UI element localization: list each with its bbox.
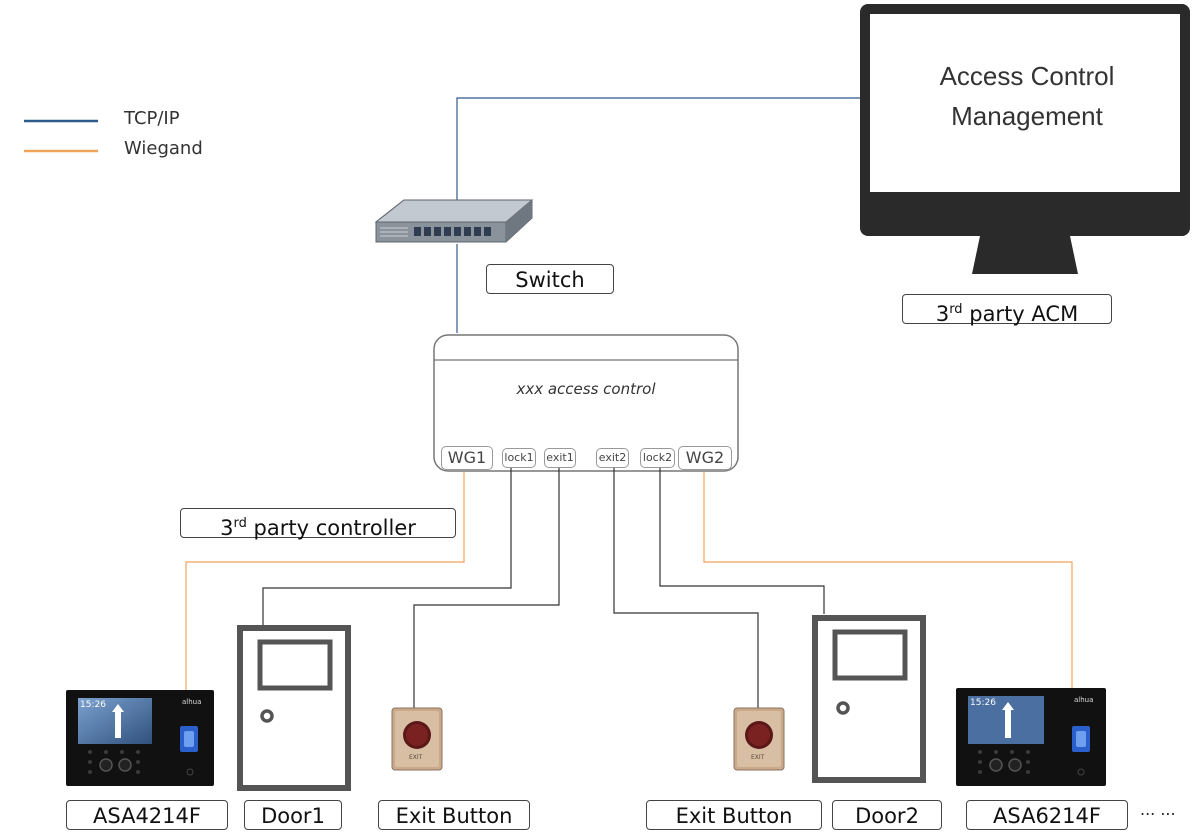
wire-lock1-door1 — [262, 466, 512, 626]
reader-2-brand: alhua — [1074, 696, 1094, 704]
switch-label: Switch — [486, 264, 614, 294]
port-wg1: WG1 — [441, 446, 493, 470]
controller-label: 3rd party controller — [180, 508, 456, 540]
controller-label-rest: party controller — [246, 516, 416, 540]
exit-button-1-label: Exit Button — [378, 800, 530, 830]
exit-button-2-text: EXIT — [751, 754, 765, 761]
wire-exit1-button1 — [413, 466, 560, 708]
reader-1-brand: alhua — [182, 698, 202, 706]
acm-label-sup: rd — [949, 302, 963, 317]
face-reader-1-icon — [66, 690, 214, 786]
wiegand-line-wg2 — [703, 472, 1073, 690]
legend-tcp-label: TCP/IP — [124, 108, 180, 129]
wire-exit2-button2 — [613, 466, 759, 708]
exit-button-1-text: EXIT — [409, 754, 423, 761]
port-wg2: WG2 — [678, 446, 732, 470]
acm-label-base: 3 — [935, 302, 950, 326]
acm-label-rest: party ACM — [962, 302, 1079, 326]
acm-screen-line-1: Access Control — [939, 61, 1115, 91]
controller-box — [433, 334, 739, 472]
reader-1-label: ASA4214F — [66, 800, 228, 830]
port-lock1: lock1 — [502, 448, 536, 468]
exit-button-2-label: Exit Button — [646, 800, 822, 830]
wiegand-line-wg1 — [185, 472, 465, 690]
acm-label: 3rd party ACM — [902, 294, 1112, 326]
tcp-line-acm-switch — [456, 97, 860, 222]
door-1-label: Door1 — [244, 800, 342, 830]
monitor-icon — [860, 4, 1190, 274]
reader-2-label: ASA6214F — [966, 800, 1128, 830]
door-1-icon — [237, 625, 351, 791]
controller-label-base: 3 — [220, 516, 234, 540]
more-devices-ellipsis: ... ... — [1140, 800, 1176, 819]
acm-screen-line-2: Management — [951, 101, 1103, 131]
door-2-icon — [812, 615, 926, 783]
reader-1-time: 15:26 — [80, 700, 106, 710]
face-reader-2-icon — [956, 688, 1106, 786]
switch-icon — [374, 199, 534, 243]
exit-button-2-icon — [733, 707, 785, 771]
exit-button-1-icon — [391, 707, 443, 771]
reader-2-time: 15:26 — [970, 698, 996, 708]
controller-title: xxx access control — [516, 380, 656, 398]
port-lock2: lock2 — [640, 448, 675, 468]
acm-screen-title: Access Control Management — [868, 56, 1186, 136]
door-2-label: Door2 — [832, 800, 942, 830]
wire-lock2-door2 — [659, 466, 825, 614]
controller-label-sup: rd — [233, 516, 247, 531]
port-exit2: exit2 — [596, 448, 629, 468]
legend-wiegand-label: Wiegand — [124, 138, 203, 159]
port-exit1: exit1 — [544, 448, 576, 468]
